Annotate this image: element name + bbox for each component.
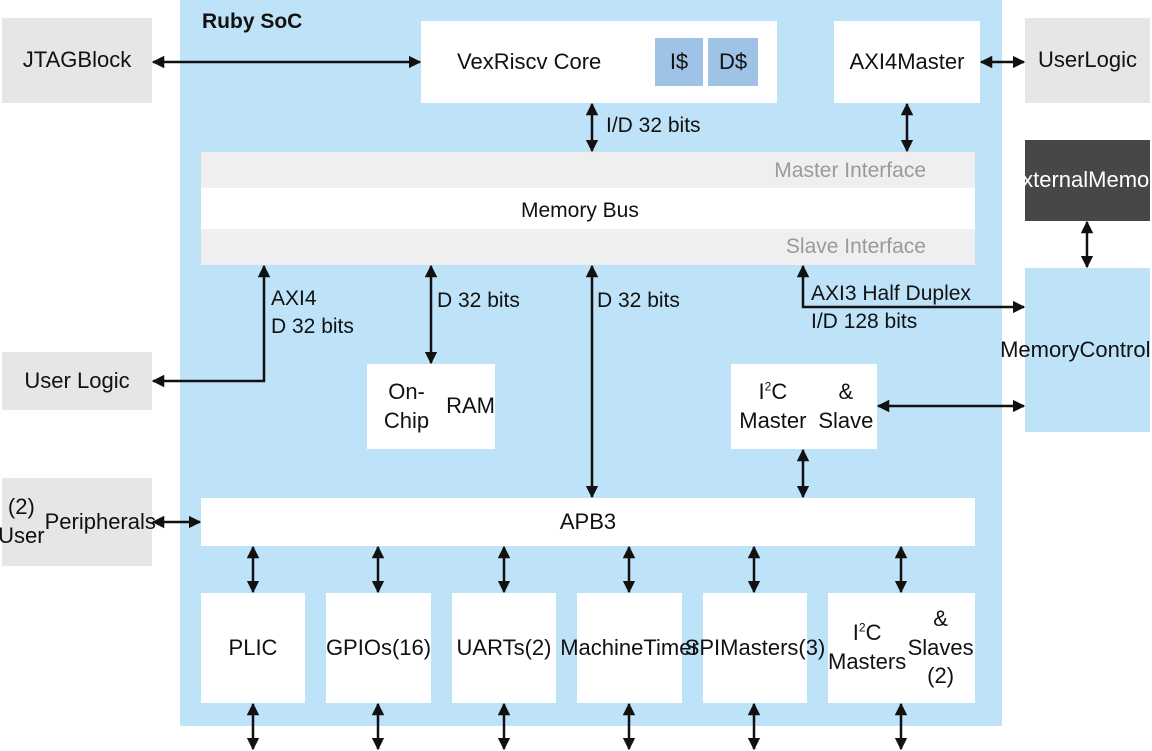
user-logic-left: User Logic: [2, 352, 152, 410]
uarts: UARTs(2): [452, 593, 556, 703]
ram-link-label: D 32 bits: [437, 289, 520, 312]
master-interface-band: [201, 152, 975, 188]
core-label: VexRiscv Core: [457, 48, 602, 74]
memory-controller: MemoryController: [1000, 268, 1152, 432]
apb3-bus: APB3: [201, 498, 975, 546]
memory-bus-label: Memory Bus: [521, 199, 639, 222]
i2c-master-slave: I2C Master & Slave: [731, 364, 877, 449]
dcache: D$: [708, 38, 758, 86]
core-bus-link-label: I/D 32 bits: [606, 114, 701, 137]
gpios: GPIOs(16): [326, 593, 431, 703]
master-interface-label: Master Interface: [774, 159, 926, 182]
slave-interface-label: Slave Interface: [785, 235, 926, 258]
soc-title: Ruby SoC: [202, 10, 303, 33]
icache: I$: [655, 38, 703, 86]
plic: PLIC: [201, 593, 305, 703]
i2c-masters-slaves: I2C Masters & Slaves (2): [828, 593, 975, 703]
user-logic-axi-link: [151, 264, 271, 388]
apb-link-label: D 32 bits: [597, 289, 680, 312]
ddr-link: [796, 264, 1026, 314]
slave-interface-band: [201, 229, 975, 265]
external-memory: ExternalMemory: [1007, 140, 1152, 221]
